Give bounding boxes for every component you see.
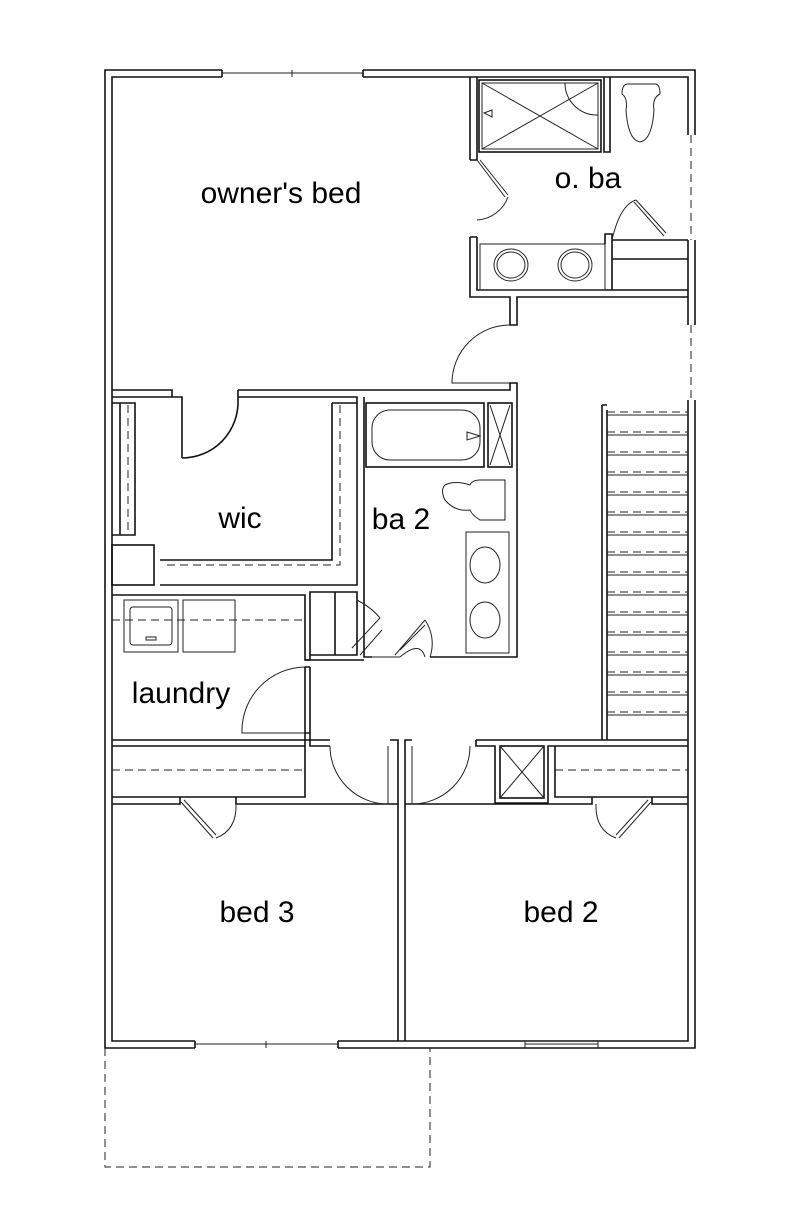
stairs (601, 404, 688, 740)
porch-outline (104, 1048, 431, 1168)
bedroom-walls (112, 739, 688, 1041)
room-label-bath2: ba 2 (372, 503, 430, 536)
room-label-bed3: bed 3 (219, 896, 294, 929)
laundry-area (112, 591, 383, 740)
wic-walls (111, 382, 518, 658)
room-label-laundry: laundry (132, 677, 230, 710)
room-label-owners-bath: o. ba (555, 162, 622, 195)
room-label-bed2: bed 2 (523, 896, 598, 929)
room-label-owners-bed: owner's bed (201, 177, 362, 210)
owners-bath (451, 77, 688, 384)
door-swing (476, 159, 509, 221)
toilet-icon (621, 83, 661, 143)
bath2-fixtures (365, 402, 513, 658)
room-label-wic: wic (217, 502, 261, 535)
